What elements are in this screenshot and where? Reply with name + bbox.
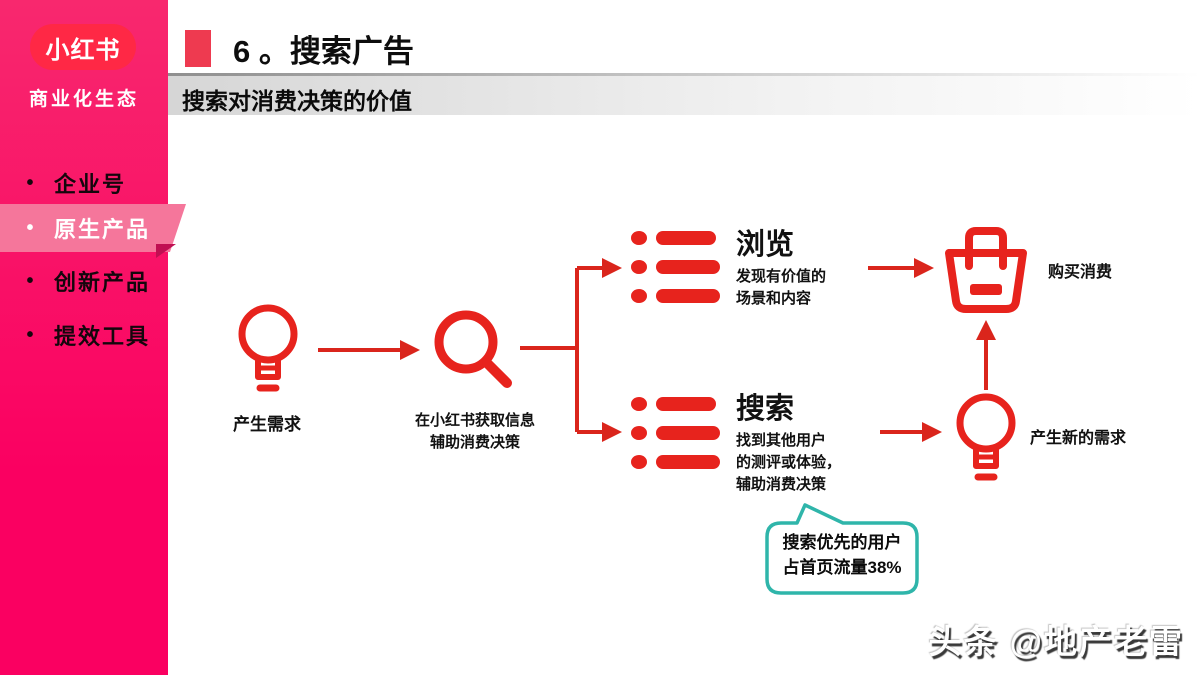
browse-desc-line2: 场景和内容 bbox=[736, 290, 812, 307]
active-item-ribbon-fold bbox=[156, 244, 176, 258]
browse-desc-line1: 发现有价值的 bbox=[736, 268, 827, 285]
get-info-label: 在小红书获取信息 辅助消费决策 bbox=[390, 410, 560, 454]
callout-bubble bbox=[765, 503, 919, 595]
shopping-bag-icon bbox=[942, 222, 1030, 314]
browse-desc: 发现有价值的 场景和内容 bbox=[736, 266, 886, 310]
main-content: 6 。搜索广告 搜索对消费决策的价值 bbox=[168, 0, 1200, 675]
sidebar: 小红书 商业化生态 • 企业号 • 原生产品 • 创新产品 • 提效工具 bbox=[0, 0, 168, 675]
sidebar-subtitle: 商业化生态 bbox=[28, 89, 139, 110]
logo-text: 小红书 bbox=[45, 36, 121, 64]
sidebar-item-native-products[interactable]: • 原生产品 bbox=[0, 204, 186, 252]
search-desc: 找到其他用户 的测评或体验， 辅助消费决策 bbox=[736, 430, 896, 496]
bullet-icon: • bbox=[26, 323, 36, 346]
browse-title: 浏览 bbox=[736, 229, 795, 261]
callout-text: 搜索优先的用户 占首页流量38% bbox=[763, 530, 921, 580]
search-desc-line1: 找到其他用户 bbox=[736, 432, 827, 449]
title-bullet-square bbox=[185, 30, 211, 67]
sidebar-item-label: 原生产品 bbox=[54, 217, 151, 242]
search-block: 搜索 找到其他用户 的测评或体验， 辅助消费决策 bbox=[736, 392, 896, 496]
new-need-label: 产生新的需求 bbox=[1030, 430, 1127, 447]
need-label: 产生需求 bbox=[233, 415, 301, 434]
purchase-label: 购买消费 bbox=[1048, 264, 1113, 281]
sidebar-item-efficiency-tools[interactable]: • 提效工具 bbox=[0, 318, 150, 352]
get-info-line2: 辅助消费决策 bbox=[429, 434, 520, 451]
sidebar-item-innovative-products[interactable]: • 创新产品 bbox=[0, 264, 150, 298]
search-list-icon bbox=[630, 392, 720, 474]
bullet-icon: • bbox=[26, 171, 36, 194]
search-desc-line2: 的测评或体验， bbox=[736, 454, 842, 471]
bullet-icon: • bbox=[26, 216, 36, 239]
sidebar-item-label: 提效工具 bbox=[54, 324, 151, 349]
header: 6 。搜索广告 bbox=[185, 26, 414, 71]
watermark: 头条 @地产老雷 bbox=[928, 623, 1184, 660]
browse-block: 浏览 发现有价值的 场景和内容 bbox=[736, 228, 886, 310]
callout-line1: 搜索优先的用户 bbox=[782, 533, 902, 552]
subtitle-bar: 搜索对消费决策的价值 bbox=[168, 73, 1200, 115]
search-desc-line3: 辅助消费决策 bbox=[736, 476, 827, 493]
sidebar-item-label: 创新产品 bbox=[54, 270, 151, 295]
sidebar-item-label: 企业号 bbox=[54, 172, 127, 197]
section-subtitle: 搜索对消费决策的价值 bbox=[182, 88, 412, 114]
search-title: 搜索 bbox=[736, 393, 795, 425]
sidebar-item-enterprise[interactable]: • 企业号 bbox=[0, 166, 126, 200]
bullet-icon: • bbox=[26, 269, 36, 292]
get-info-line1: 在小红书获取信息 bbox=[414, 412, 535, 429]
magnifier-icon bbox=[430, 306, 514, 390]
new-need-lightbulb-icon bbox=[950, 392, 1022, 484]
lightbulb-icon bbox=[232, 303, 304, 395]
xiaohongshu-logo: 小红书 bbox=[30, 24, 136, 70]
callout-line2: 占首页流量38% bbox=[782, 558, 902, 577]
page-title: 6 。搜索广告 bbox=[233, 34, 414, 69]
browse-list-icon bbox=[630, 226, 720, 308]
